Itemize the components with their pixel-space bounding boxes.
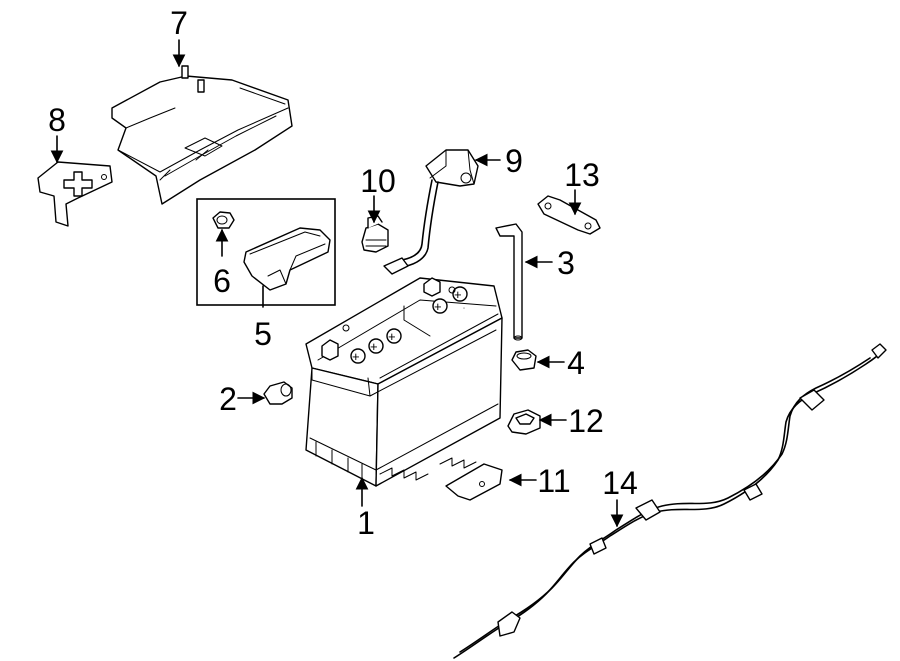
ground-strap-part-13 — [537, 195, 601, 235]
leader-lines — [50, 39, 624, 528]
cover-kit-box-part-5 — [196, 198, 336, 306]
nut-part-6 — [212, 211, 235, 229]
positive-bracket-part-8 — [37, 161, 113, 227]
callout-7: 7 — [170, 5, 188, 41]
callout-11: 11 — [537, 463, 570, 499]
hold-down-clamp-part-11 — [445, 463, 503, 501]
callout-1: 1 — [357, 505, 375, 541]
callout-4: 4 — [567, 345, 585, 381]
svg-text:+: + — [388, 329, 396, 344]
terminal-cover-part-5 — [243, 227, 331, 291]
callout-3: 3 — [557, 245, 575, 281]
terminal-clamp-part-10 — [361, 215, 389, 253]
battery-cover-part-7 — [111, 65, 293, 205]
svg-text:+: + — [370, 339, 378, 354]
svg-text:+: + — [434, 299, 442, 314]
svg-text:+: + — [352, 349, 360, 364]
svg-text:+: + — [454, 287, 462, 302]
callout-8: 8 — [48, 102, 66, 138]
callout-9: 9 — [505, 143, 523, 179]
callout-14: 14 — [602, 465, 638, 501]
callout-6: 6 — [213, 263, 231, 299]
callout-5: 5 — [254, 316, 272, 352]
callout-10: 10 — [360, 163, 396, 199]
grommet-part-4 — [511, 349, 537, 371]
battery-part-1: + + + + + — [305, 277, 503, 487]
vent-plug-part-2 — [263, 381, 293, 405]
callout-12: 12 — [568, 403, 604, 439]
flange-nut-part-12 — [507, 409, 541, 435]
positive-cable-part-9 — [383, 149, 479, 275]
hold-down-rod-part-3 — [495, 223, 523, 341]
callout-numbers: 7 8 6 5 10 9 13 3 4 2 12 11 1 14 — [48, 5, 638, 541]
battery-sensor-cable-part-14 — [453, 343, 887, 659]
callout-13: 13 — [564, 157, 600, 193]
callout-2: 2 — [219, 381, 237, 417]
